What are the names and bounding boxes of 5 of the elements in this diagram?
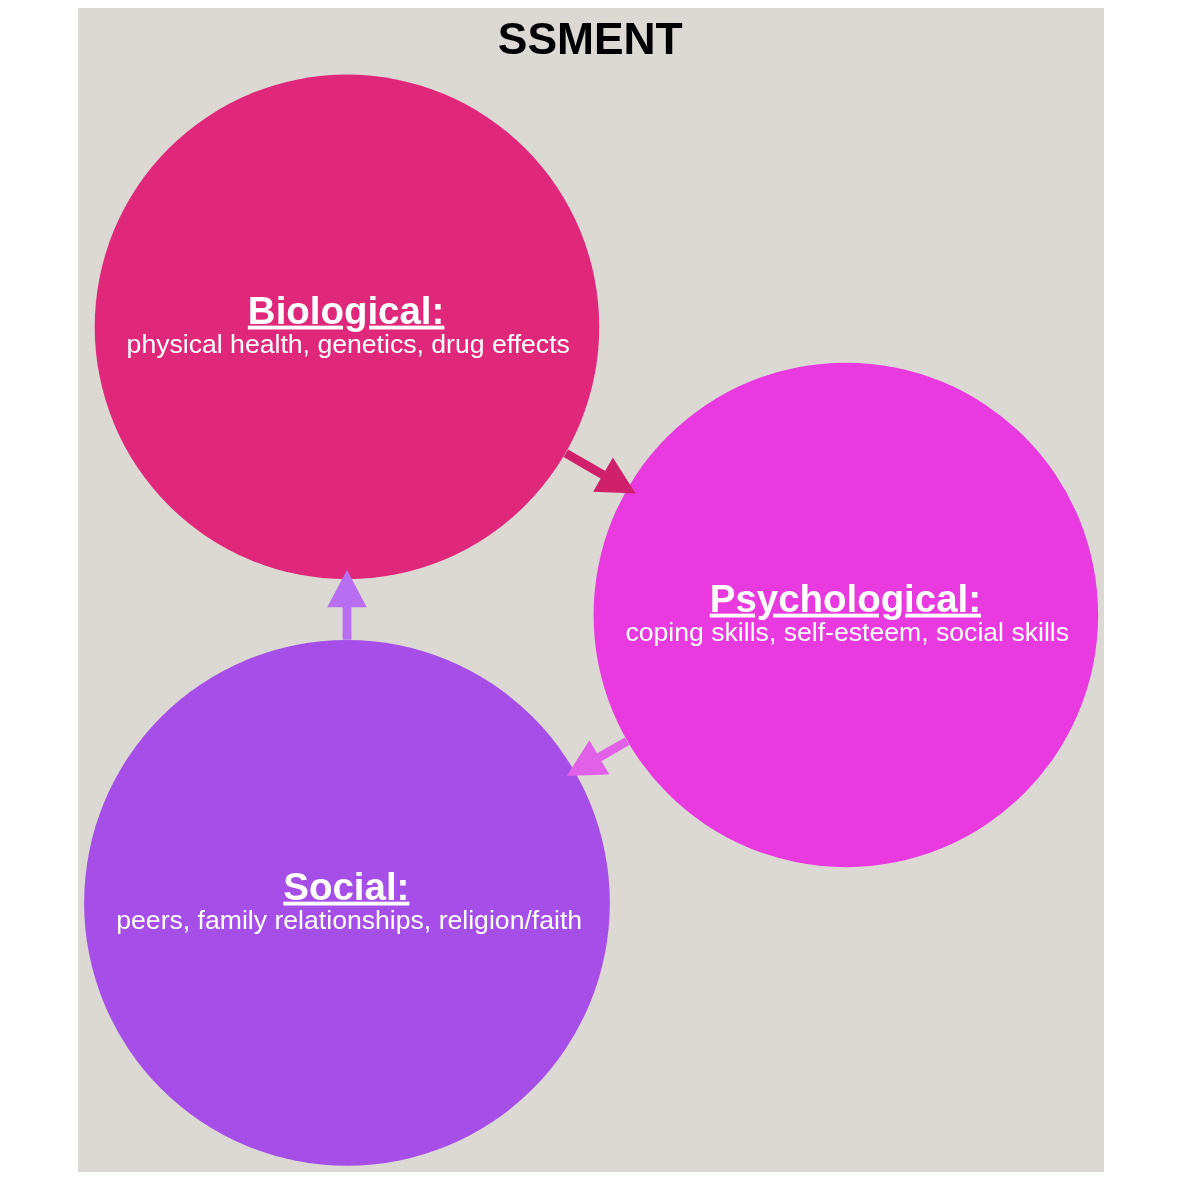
arrow [326, 569, 367, 640]
diagram-title: SSMENT [497, 13, 683, 63]
arrow [566, 737, 629, 777]
arrow [563, 449, 636, 494]
node-circle: Biological: physical health, genetics, drug effects [94, 74, 599, 580]
